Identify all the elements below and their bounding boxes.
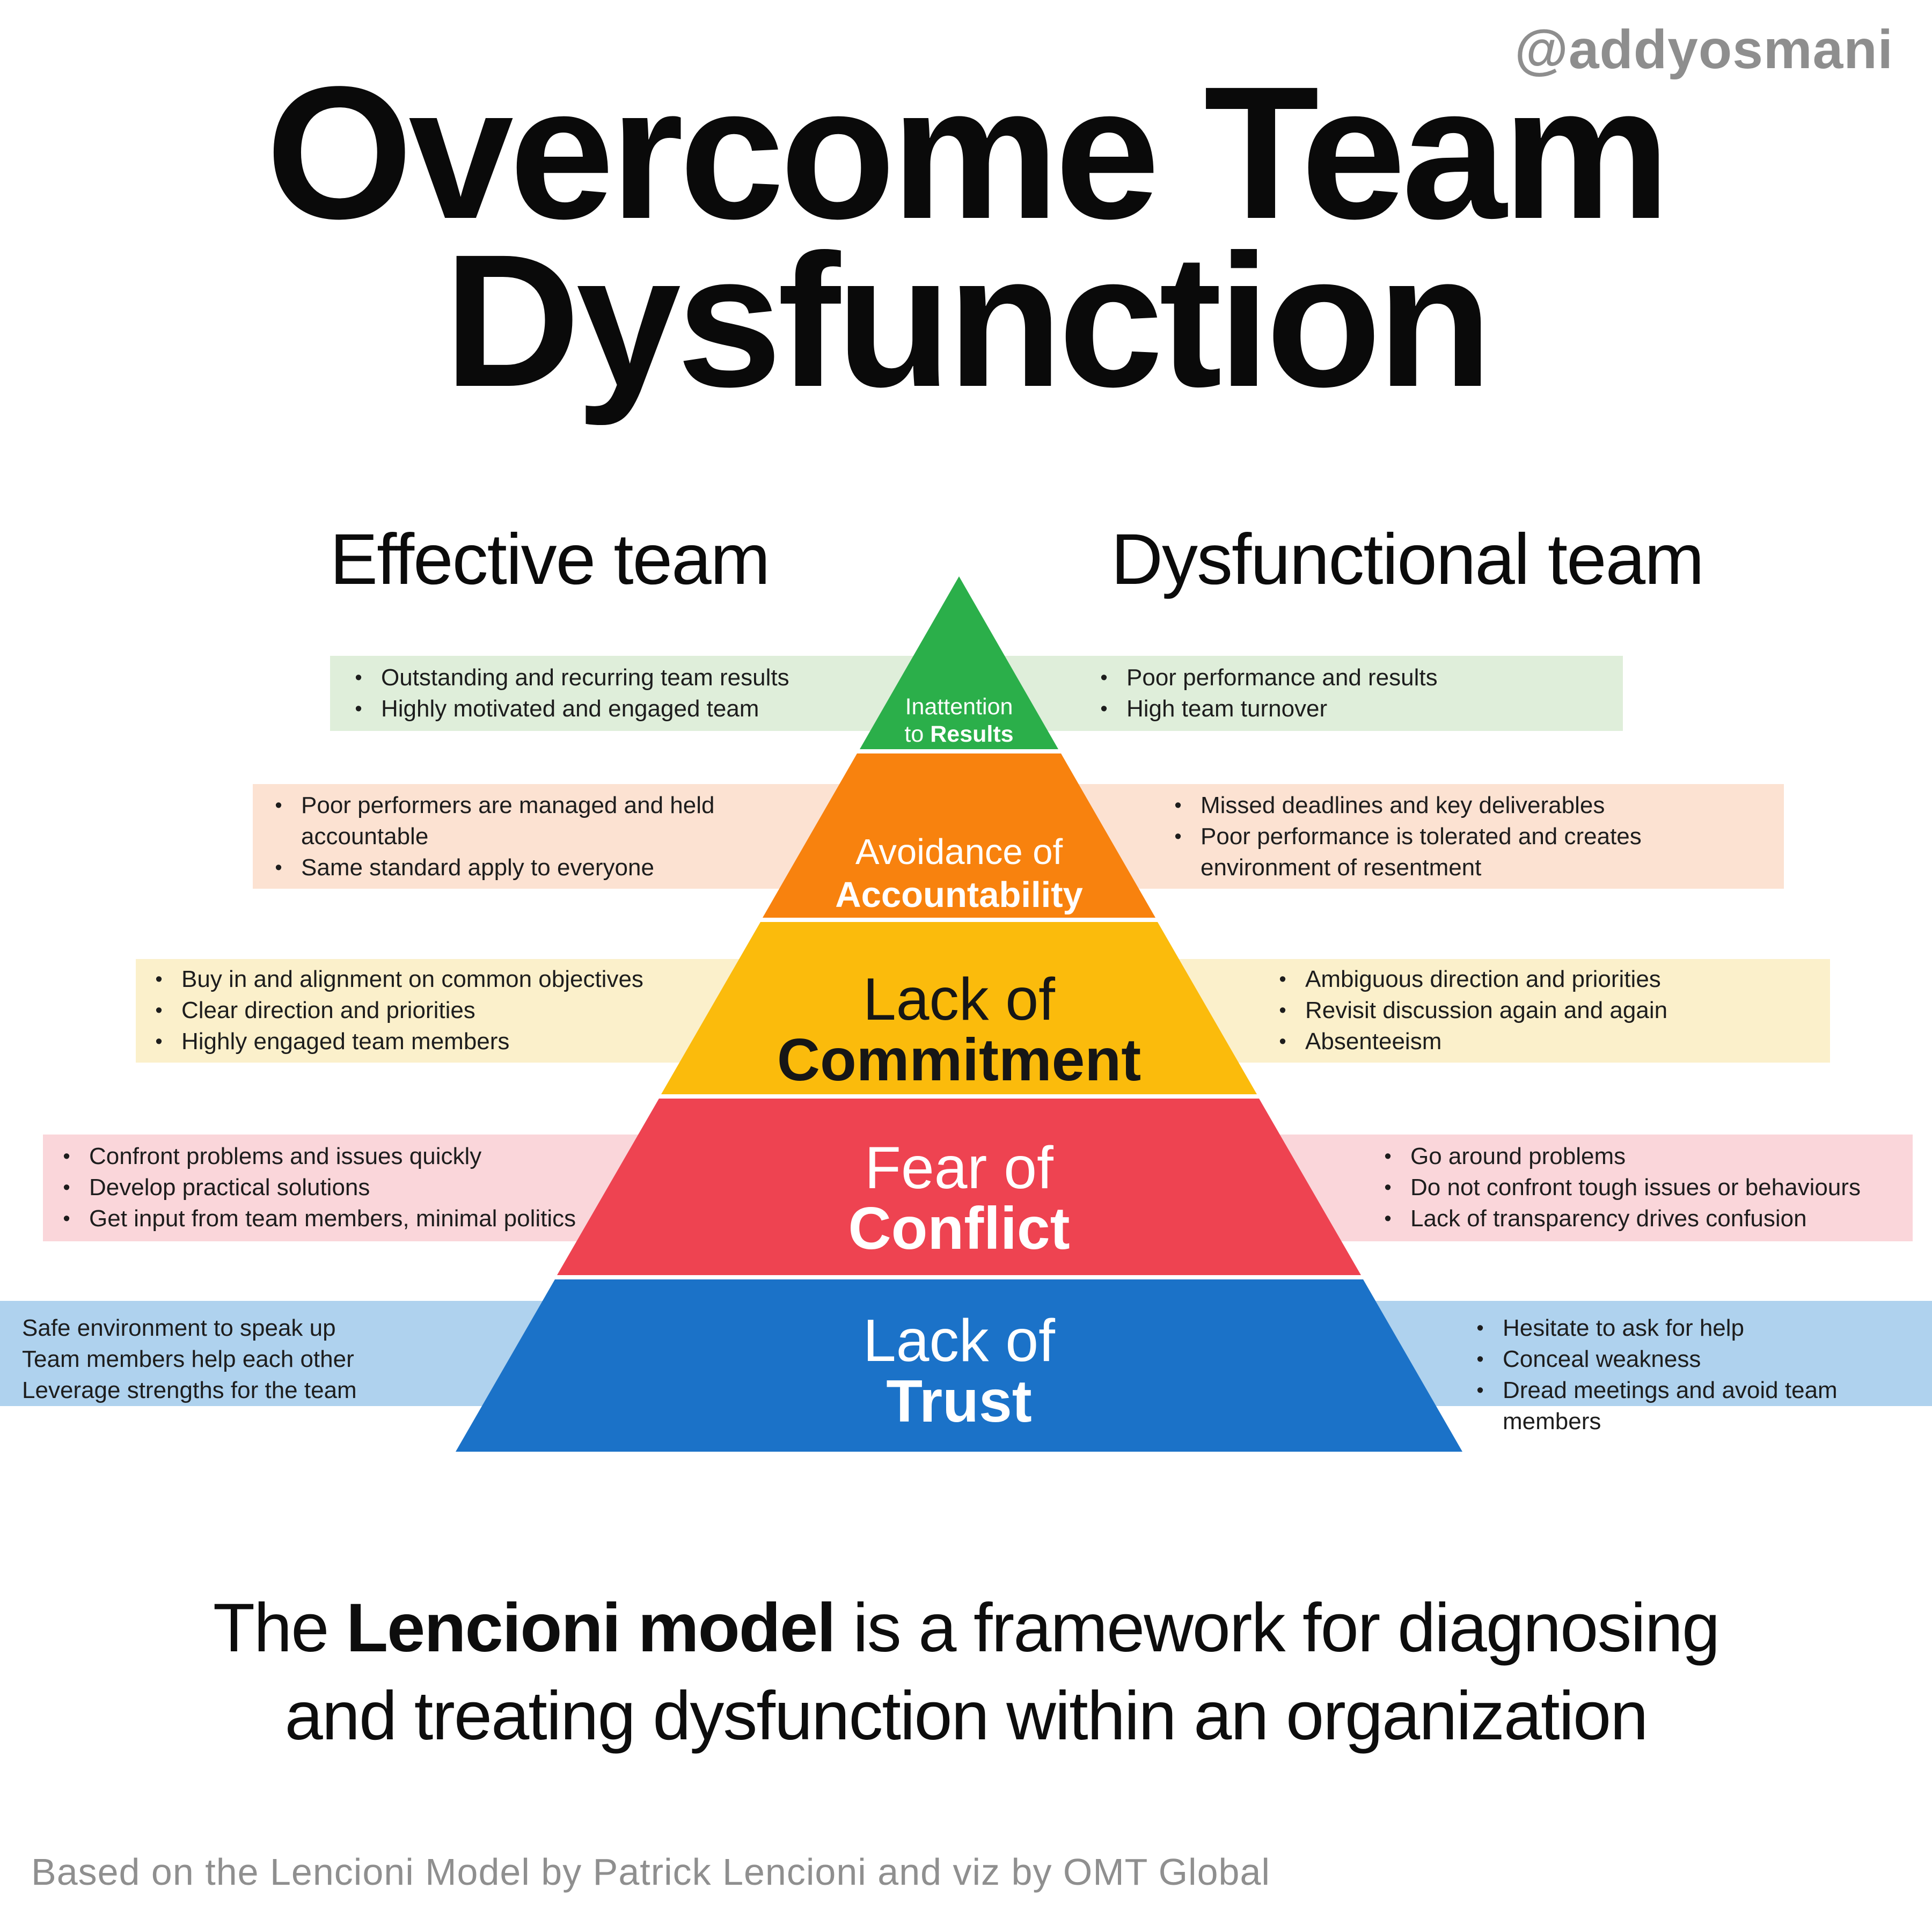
bullet-icon: • [1384, 1208, 1392, 1230]
bullet-icon: • [1476, 1317, 1484, 1340]
list-item: •Missed deadlines and key deliverables [1170, 790, 1723, 821]
list-item: •Conceal weakness [1473, 1344, 1926, 1375]
level-label-results-line1: Inattention [905, 694, 1013, 720]
level-label-trust-line1: Lack of [863, 1307, 1055, 1374]
list-item: •Highly motivated and engaged team [351, 693, 888, 724]
level-label-conflict-line2: Conflict [848, 1195, 1070, 1262]
list-results-effective: •Outstanding and recurring team results … [351, 662, 888, 724]
pyramid-level-conflict [557, 1099, 1361, 1275]
list-item: •Same standard apply to everyone [271, 852, 736, 883]
bullet-icon: • [1476, 1379, 1484, 1402]
bullet-icon: • [275, 794, 282, 817]
bullet-icon: • [155, 1030, 163, 1053]
list-accountability-dysfunctional: •Missed deadlines and key deliverables •… [1170, 790, 1723, 883]
bullet-icon: • [1384, 1176, 1392, 1199]
list-conflict-effective: •Confront problems and issues quickly •D… [59, 1141, 746, 1234]
bullet-icon: • [63, 1176, 70, 1199]
column-header-dysfunctional-team: Dysfunctional team [1111, 519, 1704, 599]
list-trust-dysfunctional: •Hesitate to ask for help •Conceal weakn… [1473, 1313, 1926, 1437]
list-item: •Poor performers are managed and held ac… [271, 790, 736, 852]
list-item: •Absenteeism [1275, 1026, 1817, 1057]
list-item: •Outstanding and recurring team results [351, 662, 888, 693]
list-item: •High team turnover [1096, 693, 1612, 724]
bullet-icon: • [155, 999, 163, 1022]
level-label-commitment-line2: Commitment [777, 1027, 1141, 1093]
bullet-icon: • [1384, 1145, 1392, 1168]
list-accountability-effective: •Poor performers are managed and held ac… [271, 790, 736, 883]
list-item: •Clear direction and priorities [151, 995, 720, 1026]
list-item: •Go around problems [1380, 1141, 1909, 1172]
level-label-accountability: Avoidance of Accountability [835, 831, 1083, 917]
page-title-line1: Overcome Team [266, 47, 1670, 258]
column-header-effective-team: Effective team [330, 519, 771, 599]
bullet-icon: • [355, 698, 362, 720]
list-item: •Do not confront tough issues or behavio… [1380, 1172, 1909, 1203]
attribution-footer: Based on the Lencioni Model by Patrick L… [31, 1851, 1270, 1893]
bullet-icon: • [355, 667, 362, 689]
page-title-line2: Dysfunction [444, 215, 1492, 427]
list-item: •Confront problems and issues quickly [59, 1141, 746, 1172]
list-item: •Buy in and alignment on common objectiv… [151, 964, 720, 995]
pyramid-level-trust [456, 1279, 1462, 1452]
list-item: •Hesitate to ask for help [1473, 1313, 1926, 1344]
list-item: •Poor performance and results [1096, 662, 1612, 693]
list-results-dysfunctional: •Poor performance and results •High team… [1096, 662, 1612, 724]
level-label-accountability-line2: Accountability [835, 875, 1083, 915]
page-title: Overcome Team Dysfunction [0, 47, 1932, 427]
level-label-trust: Lack of Trust [863, 1311, 1055, 1432]
list-item: Team members help each other [22, 1346, 354, 1372]
bullet-icon: • [1100, 698, 1108, 720]
author-handle: @addyosmani [1514, 19, 1893, 80]
level-label-accountability-line1: Avoidance of [855, 832, 1063, 872]
bullet-icon: • [1100, 667, 1108, 689]
level-label-conflict: Fear of Conflict [848, 1138, 1070, 1259]
list-item: •Get input from team members, minimal po… [59, 1203, 746, 1234]
bullet-icon: • [1174, 794, 1182, 817]
bullet-icon: • [1279, 968, 1286, 991]
list-item: Safe environment to speak up [22, 1315, 336, 1341]
bullet-icon: • [1174, 825, 1182, 848]
bullet-icon: • [1476, 1348, 1484, 1371]
list-item: •Revisit discussion again and again [1275, 995, 1817, 1026]
summary-line2: and treating dysfunction within an organ… [284, 1678, 1649, 1754]
list-item: •Dread meetings and avoid team members [1473, 1375, 1926, 1437]
summary-text: The Lencioni model is a framework for di… [0, 1584, 1932, 1760]
level-label-results-line2: to Results [904, 721, 1014, 747]
list-item: Leverage strengths for the team [22, 1377, 357, 1403]
level-label-trust-line2: Trust [886, 1368, 1032, 1435]
bullet-icon: • [275, 857, 282, 879]
list-commitment-dysfunctional: •Ambiguous direction and priorities •Rev… [1275, 964, 1817, 1057]
list-conflict-dysfunctional: •Go around problems •Do not confront tou… [1380, 1141, 1909, 1234]
level-label-results: Inattention to Results [904, 693, 1013, 748]
bullet-icon: • [63, 1208, 70, 1230]
level-label-commitment: Lack of Commitment [777, 969, 1141, 1091]
pyramid-level-commitment [661, 922, 1257, 1094]
bullet-icon: • [1279, 1030, 1286, 1053]
bullet-icon: • [1279, 999, 1286, 1022]
list-trust-effective: Safe environment to speak up Team member… [22, 1313, 741, 1406]
summary-line1: The Lencioni model is a framework for di… [213, 1590, 1720, 1666]
list-commitment-effective: •Buy in and alignment on common objectiv… [151, 964, 720, 1057]
level-label-conflict-line1: Fear of [865, 1135, 1053, 1201]
bullet-icon: • [63, 1145, 70, 1168]
level-label-commitment-line1: Lack of [863, 966, 1055, 1033]
list-item: •Poor performance is tolerated and creat… [1170, 821, 1723, 883]
list-item: •Develop practical solutions [59, 1172, 746, 1203]
bullet-icon: • [155, 968, 163, 991]
list-item: •Ambiguous direction and priorities [1275, 964, 1817, 995]
list-item: •Highly engaged team members [151, 1026, 720, 1057]
list-item: •Lack of transparency drives confusion [1380, 1203, 1909, 1234]
